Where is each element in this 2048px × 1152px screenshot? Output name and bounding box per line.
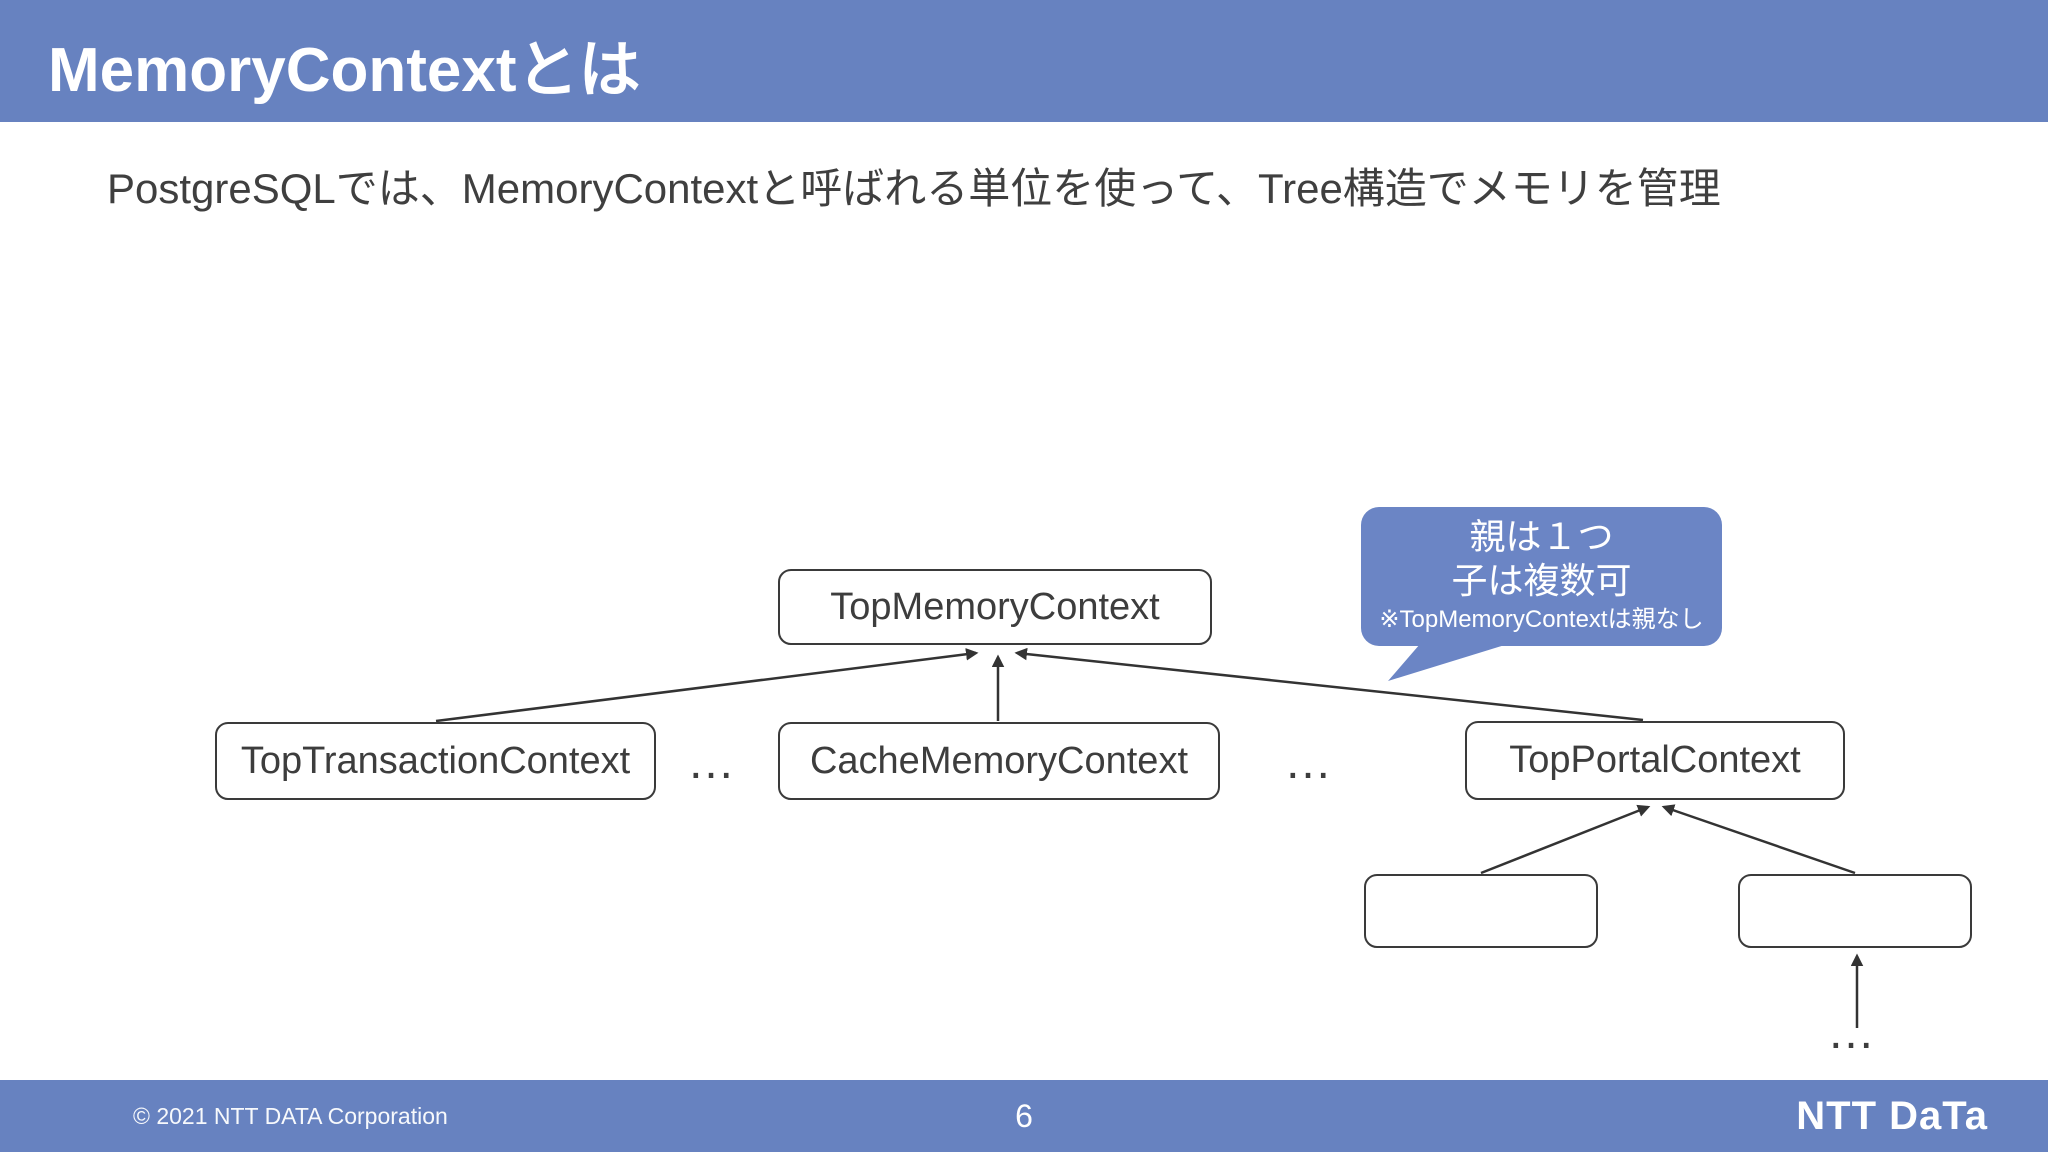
slide-header: MemoryContextとは <box>0 0 2048 122</box>
node-label: CacheMemoryContext <box>809 739 1189 782</box>
node-top-portal-context: TopPortalContext <box>1465 721 1845 800</box>
callout-note: ※TopMemoryContextは親なし <box>1379 605 1704 633</box>
edge-childright-to-portal <box>1661 804 1856 875</box>
page-number: 6 <box>1015 1098 1033 1134</box>
slide-footer: © 2021 NTT DATA Corporation 6 NTT DaTa <box>0 1080 2048 1152</box>
callout-tail <box>1388 644 1508 681</box>
ellipsis-between-transaction-and-cache: … <box>687 736 740 789</box>
slide-title: MemoryContextとは <box>48 36 641 105</box>
edge-transaction-to-top <box>435 648 979 723</box>
callout-line-1: 親は１つ <box>1469 515 1614 557</box>
node-top-memory-context: TopMemoryContext <box>778 569 1212 645</box>
node-portal-child-left <box>1364 874 1598 948</box>
ellipsis-below-child-right: … <box>1827 1006 1880 1059</box>
node-label: TopPortalContext <box>1509 739 1801 781</box>
node-top-transaction-context: TopTransactionContext <box>215 722 656 800</box>
lead-text: PostgreSQLでは、MemoryContextと呼ばれる単位を使って、Tr… <box>107 165 1721 212</box>
node-cache-memory-context: CacheMemoryContext <box>778 722 1220 800</box>
node-label: TopTransactionContext <box>240 739 631 782</box>
callout-bubble: 親は１つ 子は複数可 ※TopMemoryContextは親なし <box>1361 507 1722 646</box>
callout-line-2: 子は複数可 <box>1451 559 1632 601</box>
ellipsis-between-cache-and-portal: … <box>1284 736 1337 789</box>
copyright-text: © 2021 NTT DATA Corporation <box>133 1103 448 1129</box>
ntt-data-logo: NTT DaTa <box>1796 1094 1988 1138</box>
node-portal-child-right <box>1738 874 1972 948</box>
node-label: TopMemoryContext <box>830 585 1160 628</box>
edge-childleft-to-portal <box>1480 804 1651 875</box>
edge-portal-to-top <box>1014 647 1644 722</box>
